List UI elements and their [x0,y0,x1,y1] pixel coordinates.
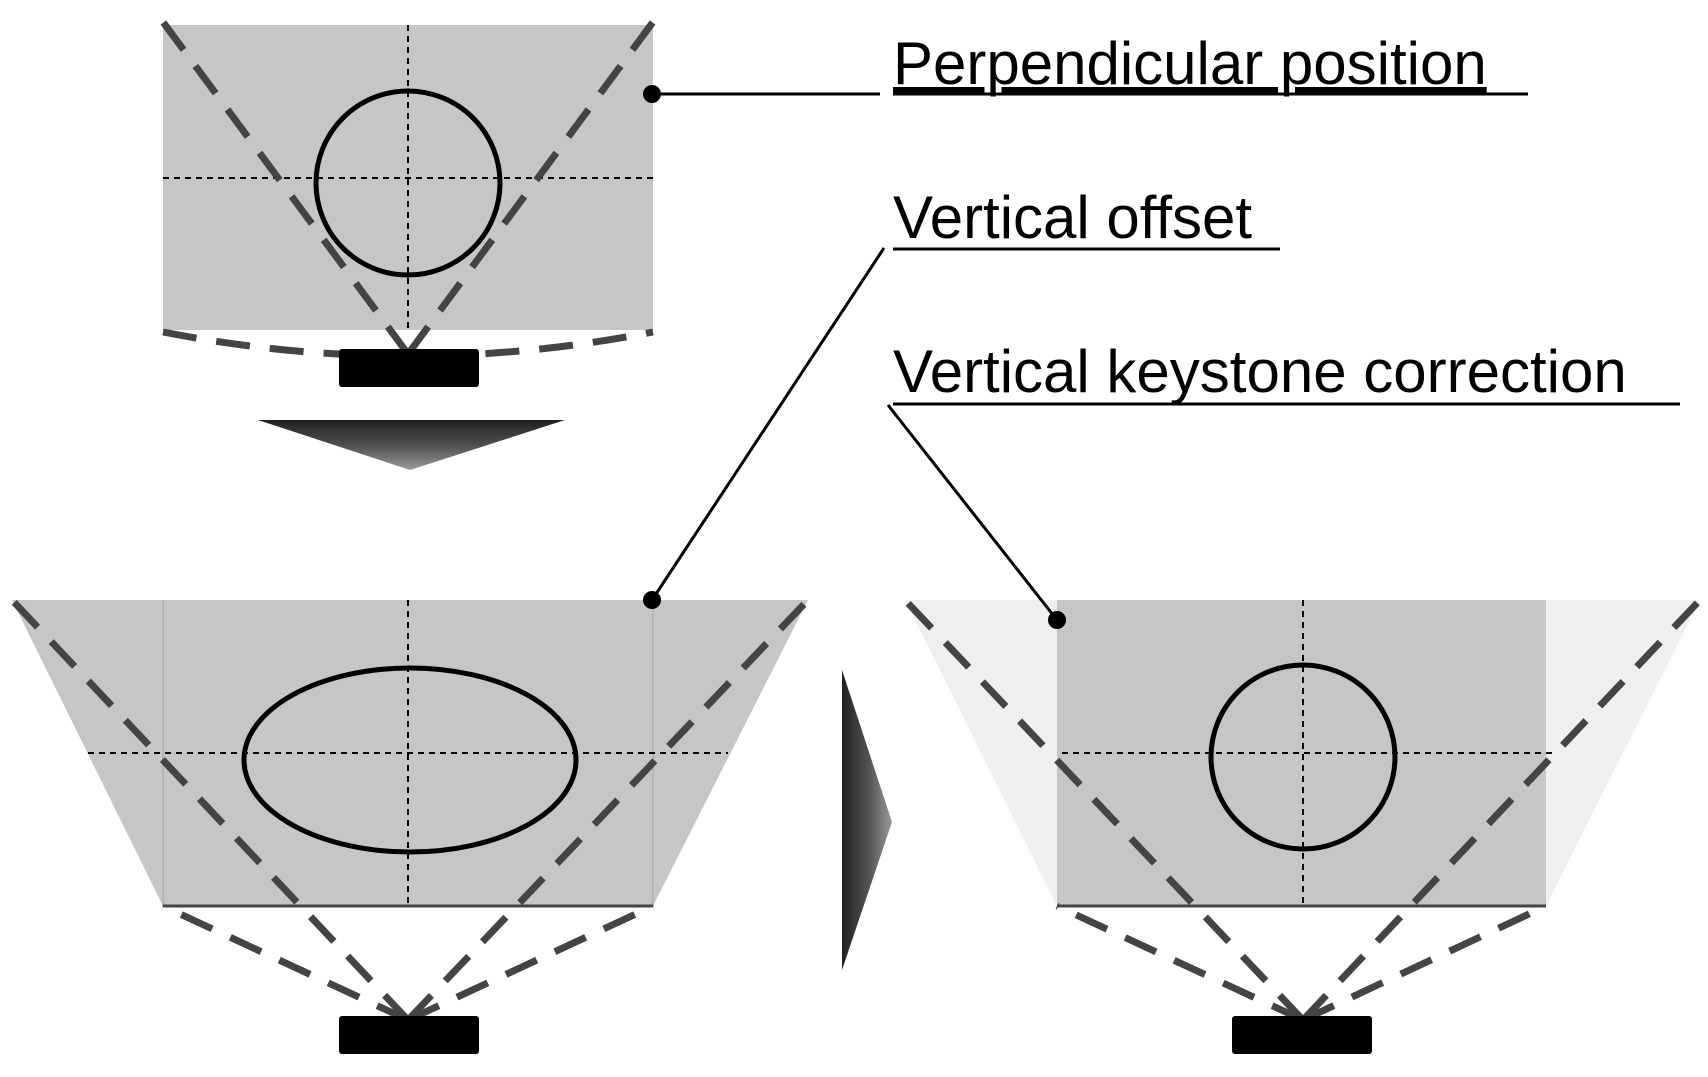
leader-keystone [886,404,1066,629]
arrow-down-icon [258,420,565,470]
arrow-right-icon [842,670,892,970]
corrected-image [1057,600,1546,906]
test-circle [1208,662,1398,852]
projector-icon [339,349,479,387]
leader-perpendicular [643,85,880,103]
distorted-ellipse [241,665,579,855]
projection-beam [9,597,811,1024]
panel-vertical-offset [9,597,811,1054]
test-circle [313,88,503,278]
panel-perpendicular [160,19,656,387]
label-vertical-keystone-correction: Vertical keystone correction [893,338,1627,405]
leader-vertical-offset [643,247,886,609]
projector-icon [339,1016,479,1054]
projector-icon [1232,1016,1372,1054]
panel-keystone-correction [902,597,1703,1054]
projection-beam [902,597,1703,1024]
label-vertical-offset: Vertical offset [893,184,1252,251]
label-perpendicular-position: Perpendicular position [893,30,1487,97]
